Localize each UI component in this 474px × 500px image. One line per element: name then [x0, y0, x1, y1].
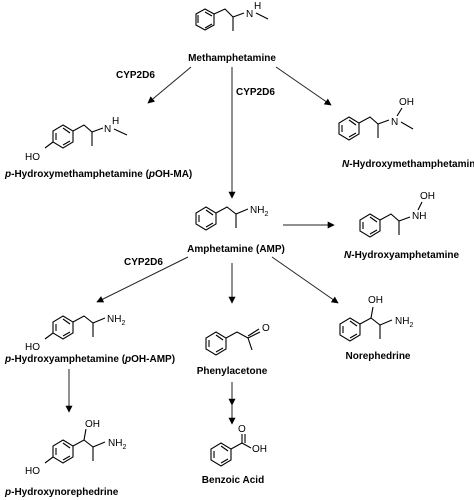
- nha-structure: OH NH: [359, 191, 435, 238]
- benzoic-o-atom: O: [238, 424, 246, 435]
- arrow-meth-to-pohma: [147, 66, 192, 104]
- phn-structure: HO OH NH2: [25, 419, 126, 477]
- nha-label: N-Hydroxyamphetamine: [344, 250, 459, 261]
- nhma-label: N-Hydroxymethamphetamine: [342, 159, 474, 170]
- nor-nh2-atom: NH2: [395, 316, 413, 329]
- arrow-meth-to-nhma: [275, 66, 332, 106]
- nhma-structure: OH N: [338, 97, 414, 141]
- poha-label-p1: p: [4, 354, 11, 365]
- cyp2d6-label-3: CYP2D6: [124, 257, 163, 268]
- nha-label-n: N: [344, 250, 352, 261]
- nha-nh-atom: NH: [412, 211, 426, 222]
- pohma-label-end: OH-MA): [155, 169, 192, 180]
- methamphetamine-label: Methamphetamine: [188, 53, 276, 64]
- amphetamine-label: Amphetamine (AMP): [187, 244, 285, 255]
- phn-nh2-atom: NH2: [108, 438, 126, 451]
- poha-label-mid: -Hydroxyamphetamine (: [11, 354, 126, 365]
- phn-nh-text: NH: [108, 438, 122, 449]
- pohma-ho-atom: HO: [25, 152, 40, 163]
- pohma-h-atom: H: [112, 116, 119, 127]
- phenylacetone-o-atom: O: [262, 323, 270, 334]
- nor-nh-text: NH: [395, 316, 409, 327]
- phn-label-p: p: [4, 487, 11, 498]
- benzoic-acid-label: Benzoic Acid: [202, 475, 264, 486]
- amphetamine-structure: NH2: [195, 205, 268, 231]
- arrow-amp-to-poha: [96, 256, 189, 303]
- phn-ho-atom: HO: [25, 466, 40, 477]
- poha-label: p-Hydroxyamphetamine (pOH-AMP): [4, 354, 175, 365]
- pohma-label-mid: -Hydroxymethamphetamine (: [11, 169, 149, 180]
- poha-structure: HO NH2: [25, 314, 125, 353]
- nhma-label-n: N: [342, 159, 350, 170]
- poha-label-end: OH-AMP): [131, 354, 175, 365]
- pohma-label-p2: p: [148, 169, 155, 180]
- phn-label: p-Hydroxynorephedrine: [4, 487, 119, 498]
- poha-nh-text: NH: [107, 314, 121, 325]
- phenylacetone-structure: O: [205, 323, 270, 356]
- nhma-n-atom: N: [391, 117, 398, 128]
- cyp2d6-label-2: CYP2D6: [236, 87, 275, 98]
- meth-h-atom: H: [254, 1, 261, 12]
- nhma-oh-atom: OH: [399, 97, 414, 108]
- nha-oh-atom: OH: [420, 191, 435, 202]
- poha-nh2-atom: NH2: [107, 314, 125, 327]
- benzoic-oh-atom: OH: [252, 444, 267, 455]
- nha-label-rest: -Hydroxyamphetamine: [351, 250, 459, 261]
- norephedrine-structure: OH NH2: [339, 295, 413, 342]
- phn-label-rest: -Hydroxynorephedrine: [11, 487, 119, 498]
- poha-sub2: 2: [121, 320, 125, 327]
- poha-label-p2: p: [124, 354, 131, 365]
- arrow-amp-to-norephedrine: [271, 256, 339, 304]
- pohma-label-p1: p: [4, 169, 11, 180]
- methamphetamine-structure: H N: [195, 1, 269, 31]
- amp-nh-text: NH: [250, 205, 264, 216]
- phn-oh-atom: OH: [85, 419, 100, 430]
- amp-sub2: 2: [264, 211, 268, 218]
- norephedrine-label: Norephedrine: [345, 351, 410, 362]
- phn-sub2: 2: [122, 444, 126, 451]
- cyp2d6-label-1: CYP2D6: [116, 70, 155, 81]
- meth-n-atom: N: [246, 9, 253, 20]
- pohma-n-atom: N: [104, 124, 111, 135]
- pohma-structure: HO H N: [25, 116, 128, 163]
- amp-nh2-atom: NH2: [250, 205, 268, 218]
- phenylacetone-label: Phenylacetone: [197, 366, 268, 377]
- pohma-label: p-Hydroxymethamphetamine (pOH-MA): [4, 169, 192, 180]
- nor-oh-atom: OH: [368, 295, 383, 306]
- nhma-label-rest: -Hydroxymethamphetamine: [349, 159, 474, 170]
- benzoic-acid-structure: O OH: [210, 424, 267, 467]
- poha-ho-atom: HO: [25, 342, 40, 353]
- nor-sub2: 2: [409, 322, 413, 329]
